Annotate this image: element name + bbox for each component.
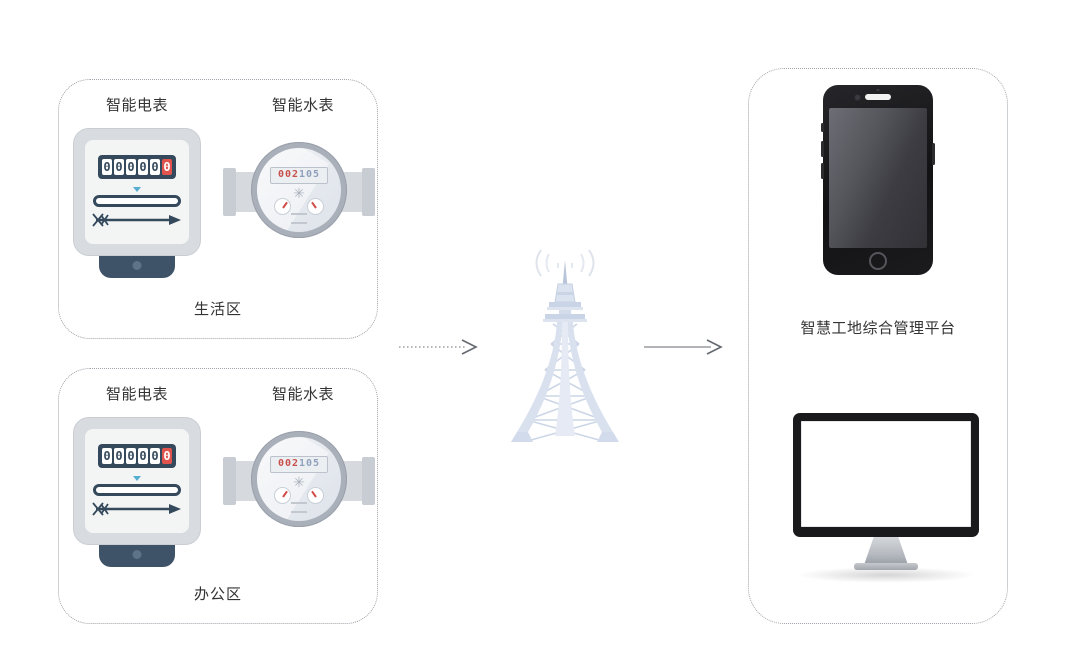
digit-cell: 0: [150, 448, 160, 464]
phone-sensor-dot: [876, 89, 880, 91]
pipe-cap: [223, 168, 236, 216]
water-meter-face: 002105 ✳: [257, 437, 341, 521]
phone-speaker: [865, 94, 891, 100]
water-meter-reading: 002105: [270, 456, 328, 473]
digit-cell-red: 0: [162, 159, 172, 175]
water-meter-face: 002105 ✳: [257, 148, 341, 232]
sub-dial-right: [307, 198, 324, 215]
electric-meter-label: 智能电表: [105, 97, 168, 114]
digit-cell: 0: [138, 159, 148, 175]
electric-meter-icon: 0 0 0 0 0 0: [73, 417, 201, 567]
water-meter-reading: 002105: [270, 167, 328, 184]
desktop-monitor-icon: [791, 411, 981, 583]
pointer-triangle-icon: [133, 476, 141, 481]
digit-cell-red: 0: [162, 448, 172, 464]
monitor-frame: [793, 413, 979, 537]
arrow-tower-to-platform-icon: [644, 339, 723, 355]
water-meter-icon: 002105 ✳: [223, 431, 375, 531]
water-meter-body: 002105 ✳: [251, 431, 347, 527]
digit-cell: 0: [150, 159, 160, 175]
electric-meter-panel: 0 0 0 0 0 0: [85, 429, 189, 533]
water-meter-label: 智能水表: [271, 97, 334, 114]
arrow-zones-to-tower-icon: [399, 339, 478, 355]
sub-dial-left: [274, 198, 291, 215]
dart-arrow-icon: [92, 502, 181, 516]
sub-dial-right: [307, 487, 324, 504]
electric-meter-body: 0 0 0 0 0 0: [73, 128, 201, 256]
meter-window: [93, 484, 181, 496]
pointer-triangle-icon: [133, 187, 141, 192]
digit-cell: 0: [138, 448, 148, 464]
phone-power-button: [932, 143, 935, 165]
monitor-base: [854, 563, 918, 570]
digit-cell: 0: [102, 159, 112, 175]
digit-cell: 0: [114, 159, 124, 175]
smartphone-icon: [821, 85, 935, 275]
signal-tower-icon: [511, 249, 619, 442]
phone-volume-up-button: [821, 141, 824, 157]
sub-dial-left: [274, 487, 291, 504]
meter-base-dot: [132, 550, 142, 559]
platform-box: 智慧工地综合管理平台: [748, 68, 1008, 624]
phone-camera-icon: [855, 95, 860, 100]
area-label-office: 办公区: [193, 586, 242, 603]
pipe-cap: [362, 168, 375, 216]
digit-cell: 0: [102, 448, 112, 464]
phone-mute-switch: [821, 123, 824, 132]
water-meter-label: 智能水表: [271, 386, 334, 403]
phone-home-button: [869, 252, 887, 270]
impeller-icon: ✳: [293, 185, 305, 201]
electric-meter-counter: 0 0 0 0 0 0: [98, 155, 176, 179]
electric-meter-label: 智能电表: [105, 386, 168, 403]
electric-meter-icon: 0 0 0 0 0 0: [73, 128, 201, 278]
digit-cell: 0: [126, 159, 136, 175]
meter-markings: [291, 502, 307, 513]
platform-title: 智慧工地综合管理平台: [800, 320, 956, 337]
water-meter-body: 002105 ✳: [251, 142, 347, 238]
meter-window: [93, 195, 181, 207]
digit-cell: 0: [114, 448, 124, 464]
phone-volume-down-button: [821, 163, 824, 179]
digit-cell: 0: [126, 448, 136, 464]
water-pipe-left: [223, 168, 261, 216]
pipe-cap: [362, 457, 375, 505]
electric-meter-body: 0 0 0 0 0 0: [73, 417, 201, 545]
meter-base-dot: [132, 261, 142, 270]
zone-box-living: 智能电表 智能水表 0 0 0 0 0 0: [58, 79, 378, 339]
monitor-screen: [801, 421, 971, 527]
pipe-cap: [223, 457, 236, 505]
dart-arrow-icon: [92, 213, 181, 227]
electric-meter-panel: 0 0 0 0 0 0: [85, 140, 189, 244]
water-meter-icon: 002105 ✳: [223, 142, 375, 242]
impeller-icon: ✳: [293, 474, 305, 490]
zone-box-office: 智能电表 智能水表 0 0 0 0 0 0: [58, 368, 378, 624]
phone-screen: [829, 108, 927, 248]
monitor-stand: [864, 537, 908, 565]
electric-meter-counter: 0 0 0 0 0 0: [98, 444, 176, 468]
monitor-shadow: [796, 567, 976, 583]
area-label-living: 生活区: [193, 301, 242, 318]
meter-markings: [291, 213, 307, 224]
